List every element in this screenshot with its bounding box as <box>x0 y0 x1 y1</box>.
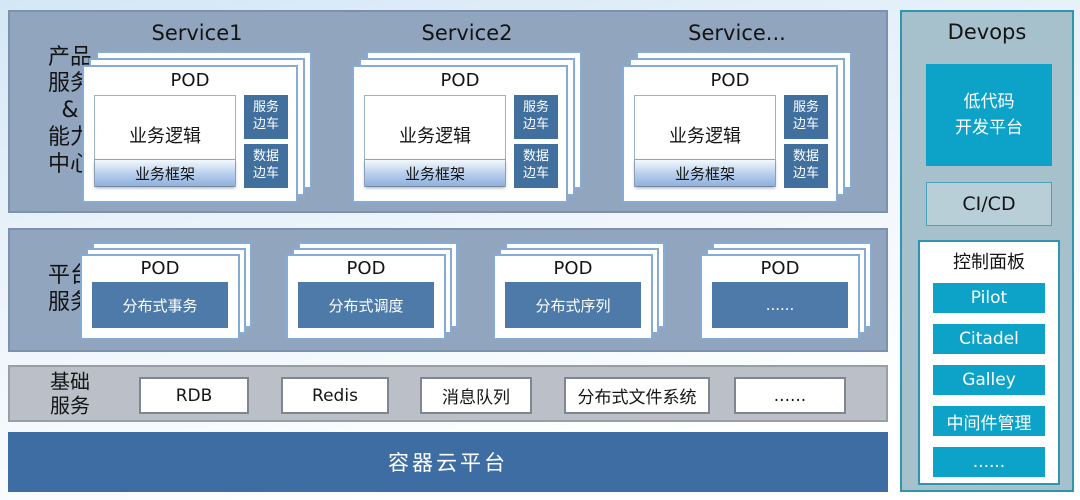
sidecar-column: 服务 边车 数据 边车 <box>244 95 288 188</box>
service-sidecar-box: 服务 边车 <box>514 95 558 139</box>
pod-title: POD <box>553 258 593 279</box>
pod-title: POD <box>170 70 210 91</box>
control-panel-item-citadel: Citadel <box>933 324 1045 354</box>
pod-card: POD 业务逻辑 业务框架 服务 边车 数据 边车 <box>622 65 838 203</box>
pod-title: POD <box>140 258 180 279</box>
pod-body: 业务逻辑 业务框架 服务 边车 数据 边车 <box>84 91 296 188</box>
pod-card: POD 分布式事务 <box>80 254 240 340</box>
pod-card: POD 分布式序列 <box>493 254 653 340</box>
business-logic-label: 业务逻辑 <box>129 126 201 147</box>
control-panel-item-more: ...... <box>933 447 1045 477</box>
section-basic: 基础 服务 RDB Redis 消息队列 分布式文件系统 ...... <box>8 365 888 422</box>
control-panel-title: 控制面板 <box>953 252 1025 273</box>
data-sidecar-box: 数据 边车 <box>514 144 558 188</box>
service-sidecar-box: 服务 边车 <box>244 95 288 139</box>
pod-card: POD 业务逻辑 业务框架 服务 边车 数据 边车 <box>352 65 568 203</box>
platform-pod-group-1: POD 分布式事务 <box>80 242 256 342</box>
platform-service-box: 分布式序列 <box>505 282 641 328</box>
pod-card: POD ...... <box>700 254 860 340</box>
business-framework-band: 业务框架 <box>365 159 505 186</box>
service-title: Service1 <box>151 21 243 45</box>
business-framework-band: 业务框架 <box>95 159 235 186</box>
lowcode-platform-box: 低代码 开发平台 <box>926 64 1052 166</box>
section-platform: 平台 服务 POD 分布式事务 POD 分布式调度 <box>8 228 888 352</box>
basic-label: 基础 服务 <box>50 369 90 418</box>
infra-box-more: ...... <box>734 377 846 414</box>
business-logic-box: 业务逻辑 业务框架 <box>94 95 236 187</box>
sidecar-column: 服务 边车 数据 边车 <box>784 95 828 188</box>
cicd-box: CI/CD <box>926 182 1052 226</box>
platform-service-box: ...... <box>712 282 848 328</box>
devops-panel: Devops 低代码 开发平台 CI/CD 控制面板 Pilot Citadel… <box>900 10 1074 492</box>
pod-body: 业务逻辑 业务框架 服务 边车 数据 边车 <box>354 91 566 188</box>
control-panel-box: 控制面板 Pilot Citadel Galley 中间件管理 ...... <box>918 240 1060 485</box>
control-panel-item-pilot: Pilot <box>933 283 1045 313</box>
pod-card-stack: POD 业务逻辑 业务框架 服务 边车 数据 边车 <box>622 51 862 203</box>
platform-service-box: 分布式事务 <box>92 282 228 328</box>
pod-card: POD 业务逻辑 业务框架 服务 边车 数据 边车 <box>82 65 298 203</box>
business-logic-box: 业务逻辑 业务框架 <box>634 95 776 187</box>
platform-service-box: 分布式调度 <box>298 282 434 328</box>
infra-box-redis: Redis <box>281 377 389 414</box>
pod-title: POD <box>440 70 480 91</box>
service-group-3: Service... POD 业务逻辑 业务框架 服务 边车 数据 边车 <box>622 21 862 203</box>
service-sidecar-box: 服务 边车 <box>784 95 828 139</box>
pod-title: POD <box>710 70 750 91</box>
service-group-1: Service1 POD 业务逻辑 业务框架 服务 边车 数据 边车 <box>82 21 322 203</box>
container-cloud-bar: 容器云平台 <box>8 432 888 492</box>
pod-title: POD <box>760 258 800 279</box>
data-sidecar-box: 数据 边车 <box>244 144 288 188</box>
section-products: 产品 服务 & 能力 中心 Service1 POD 业务逻辑 业务框架 服务 … <box>8 10 888 213</box>
business-logic-label: 业务逻辑 <box>399 126 471 147</box>
business-logic-label: 业务逻辑 <box>669 126 741 147</box>
control-panel-item-galley: Galley <box>933 365 1045 395</box>
service-title: Service2 <box>421 21 513 45</box>
infra-box-rdb: RDB <box>139 377 249 414</box>
pod-card-stack: POD 分布式序列 <box>493 242 669 342</box>
service-group-2: Service2 POD 业务逻辑 业务框架 服务 边车 数据 边车 <box>352 21 592 203</box>
infra-box-mq: 消息队列 <box>420 377 532 414</box>
business-framework-band: 业务框架 <box>635 159 775 186</box>
pod-title: POD <box>346 258 386 279</box>
data-sidecar-box: 数据 边车 <box>784 144 828 188</box>
platform-pod-group-3: POD 分布式序列 <box>493 242 669 342</box>
pod-card-stack: POD ...... <box>700 242 876 342</box>
pod-body: 业务逻辑 业务框架 服务 边车 数据 边车 <box>624 91 836 188</box>
business-logic-box: 业务逻辑 业务框架 <box>364 95 506 187</box>
pod-card-stack: POD 业务逻辑 业务框架 服务 边车 数据 边车 <box>352 51 592 203</box>
control-panel-item-middleware: 中间件管理 <box>933 406 1045 436</box>
pod-card-stack: POD 分布式事务 <box>80 242 256 342</box>
pod-card-stack: POD 分布式调度 <box>286 242 462 342</box>
pod-card: POD 分布式调度 <box>286 254 446 340</box>
platform-pod-group-2: POD 分布式调度 <box>286 242 462 342</box>
devops-title: Devops <box>947 20 1027 44</box>
service-title: Service... <box>688 21 786 45</box>
platform-pod-group-4: POD ...... <box>700 242 876 342</box>
pod-card-stack: POD 业务逻辑 业务框架 服务 边车 数据 边车 <box>82 51 322 203</box>
sidecar-column: 服务 边车 数据 边车 <box>514 95 558 188</box>
control-panel-items: Pilot Citadel Galley 中间件管理 ...... <box>920 274 1058 477</box>
infra-box-dfs: 分布式文件系统 <box>564 377 710 414</box>
